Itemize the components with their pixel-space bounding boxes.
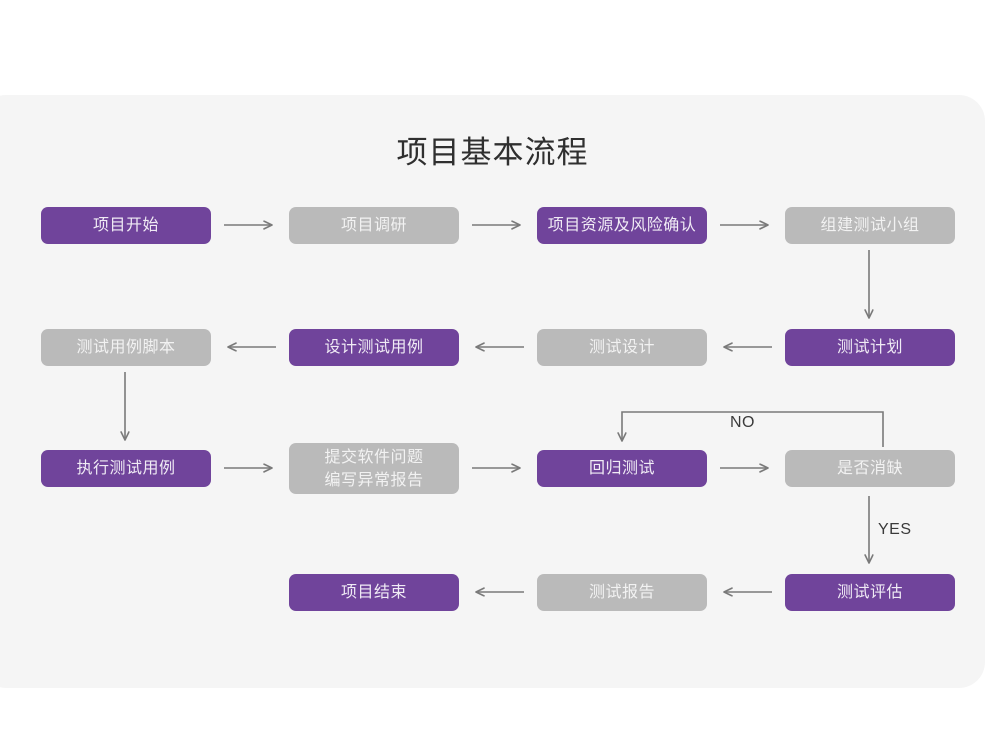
node-label: 测试计划 — [836, 339, 903, 356]
node-test-plan[interactable]: 测试计划 — [785, 329, 955, 366]
node-label: 项目资源及风险确认 — [547, 217, 697, 234]
node-test-report[interactable]: 测试报告 — [537, 574, 707, 611]
node-label: 项目调研 — [340, 217, 407, 234]
node-label: 回归测试 — [588, 460, 655, 477]
node-execute-test-case[interactable]: 执行测试用例 — [41, 450, 211, 487]
node-submit-issue-report[interactable]: 提交软件问题 编写异常报告 — [289, 443, 459, 494]
edge-label-yes: YES — [878, 521, 912, 538]
node-test-case-script[interactable]: 测试用例脚本 — [41, 329, 211, 366]
node-label: 组建测试小组 — [820, 217, 920, 234]
node-build-test-team[interactable]: 组建测试小组 — [785, 207, 955, 244]
node-label: 测试用例脚本 — [76, 339, 176, 356]
node-test-evaluation[interactable]: 测试评估 — [785, 574, 955, 611]
node-project-start[interactable]: 项目开始 — [41, 207, 211, 244]
node-label: 提交软件问题 编写异常报告 — [324, 448, 424, 489]
node-defect-cleared-decision[interactable]: 是否消缺 — [785, 450, 955, 487]
node-project-research[interactable]: 项目调研 — [289, 207, 459, 244]
node-label: 测试设计 — [588, 339, 655, 356]
node-regression-test[interactable]: 回归测试 — [537, 450, 707, 487]
node-label: 是否消缺 — [836, 460, 903, 477]
node-test-design[interactable]: 测试设计 — [537, 329, 707, 366]
node-project-end[interactable]: 项目结束 — [289, 574, 459, 611]
node-label: 执行测试用例 — [76, 460, 176, 477]
node-label: 设计测试用例 — [324, 339, 424, 356]
node-label: 项目开始 — [92, 217, 159, 234]
edge-label-no: NO — [730, 414, 755, 431]
page-title: 项目基本流程 — [396, 135, 589, 170]
node-label: 测试报告 — [588, 584, 655, 601]
node-resource-risk-confirm[interactable]: 项目资源及风险确认 — [537, 207, 707, 244]
node-design-test-case[interactable]: 设计测试用例 — [289, 329, 459, 366]
node-label: 测试评估 — [836, 584, 903, 601]
node-label: 项目结束 — [340, 584, 407, 601]
